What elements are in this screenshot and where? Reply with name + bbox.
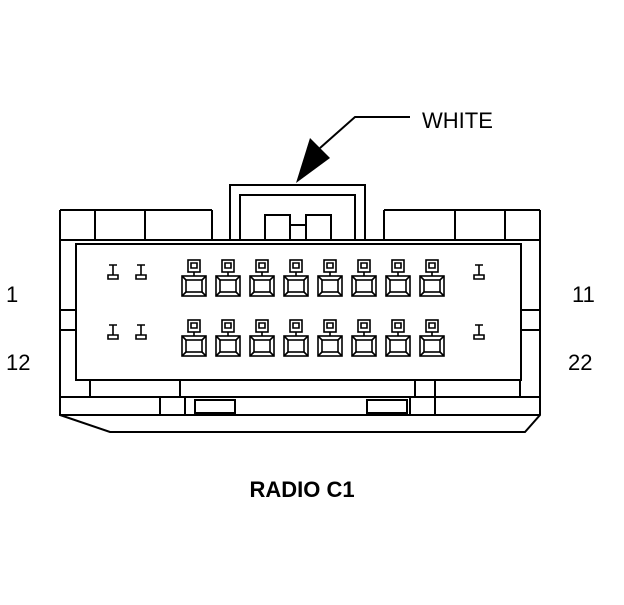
color-leader-arrow xyxy=(296,116,410,183)
terminal-cavity xyxy=(385,259,411,297)
latch xyxy=(229,184,366,240)
pin-cavity xyxy=(75,243,522,381)
pin-label-11: 11 xyxy=(572,282,595,307)
terminal-cavity xyxy=(249,319,275,357)
key-clip xyxy=(135,324,147,340)
pin-label-22: 22 xyxy=(568,350,592,375)
terminal-cavity xyxy=(351,319,377,357)
key-clip xyxy=(473,324,485,340)
terminal-cavity xyxy=(283,259,309,297)
connector-body xyxy=(59,184,541,433)
housing-outline xyxy=(59,210,541,433)
terminal-cavity xyxy=(181,259,207,297)
pin-label-1: 1 xyxy=(6,282,18,307)
terminal-cavity xyxy=(385,319,411,357)
terminal-cavity xyxy=(351,259,377,297)
terminal-cavity xyxy=(317,259,343,297)
terminal-array xyxy=(107,259,485,357)
terminal-cavity xyxy=(419,319,445,357)
key-clip xyxy=(107,264,119,280)
connector-title: RADIO C1 xyxy=(249,477,354,502)
terminal-cavity xyxy=(317,319,343,357)
key-clip xyxy=(107,324,119,340)
terminal-cavity xyxy=(249,259,275,297)
terminal-cavity xyxy=(419,259,445,297)
terminal-cavity xyxy=(215,319,241,357)
terminal-cavity xyxy=(215,259,241,297)
pin-label-12: 12 xyxy=(6,350,30,375)
terminal-cavity xyxy=(283,319,309,357)
connector-color-label: WHITE xyxy=(422,108,493,133)
key-clip xyxy=(135,264,147,280)
key-clip xyxy=(473,264,485,280)
terminal-cavity xyxy=(181,319,207,357)
